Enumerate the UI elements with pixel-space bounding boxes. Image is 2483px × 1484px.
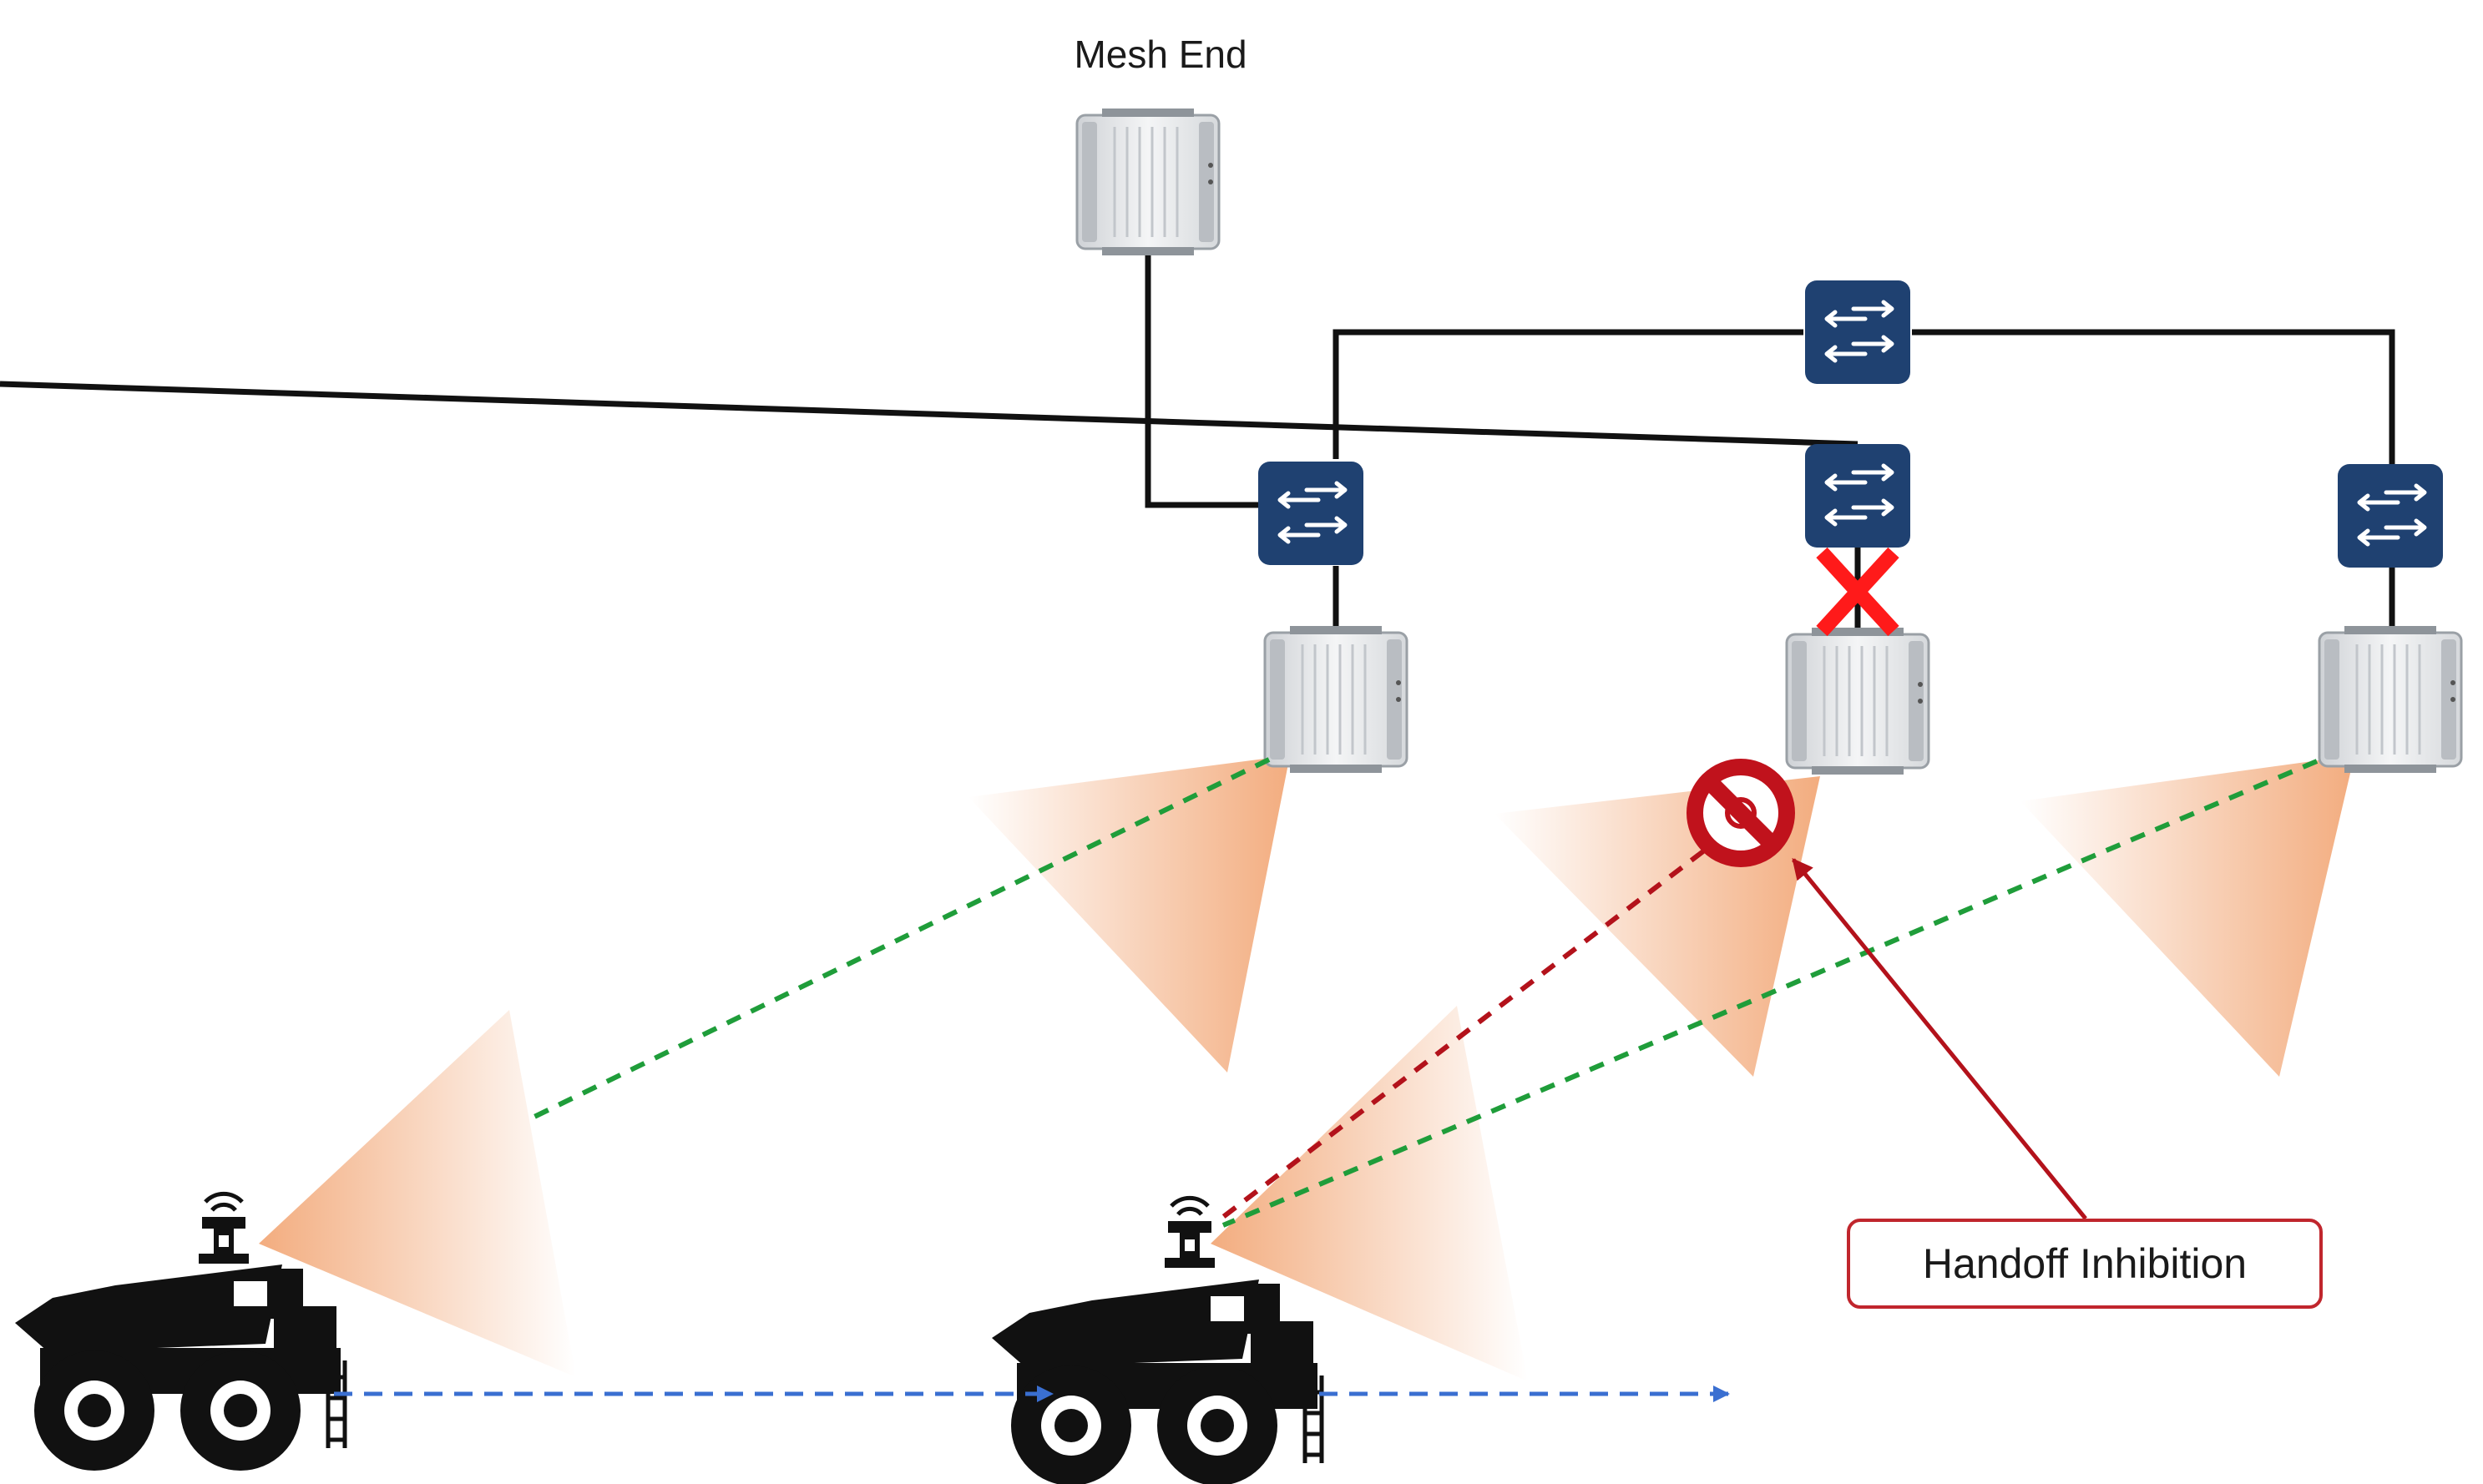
network-switch-top	[1805, 280, 1910, 384]
vehicle-radio-center	[1165, 1198, 1215, 1268]
vehicle-beam-left	[259, 1010, 576, 1377]
vehicle-beam-center	[1211, 1006, 1528, 1381]
link-ok-right	[1221, 759, 2319, 1228]
mesh-end-label: Mesh End	[1074, 33, 1247, 76]
access-point-radio-right	[2318, 624, 2463, 775]
access-point-radio-center	[1785, 626, 1930, 776]
cable-network	[0, 250, 2395, 631]
coverage-beam-right	[2020, 755, 2354, 1077]
link-ok-left	[533, 757, 1271, 1119]
vehicle-radio-left	[199, 1194, 249, 1264]
network-switch-right	[2338, 464, 2443, 568]
red-x-icon	[1816, 547, 1899, 637]
network-switch-left	[1258, 462, 1363, 565]
network-switch-center	[1805, 444, 1910, 548]
callout-arrow	[1792, 858, 2087, 1220]
link-blocked	[1221, 849, 1705, 1219]
mesh-end-radio	[1075, 107, 1221, 257]
haul-truck-left	[15, 1264, 345, 1471]
coverage-beam-left	[968, 755, 1290, 1073]
access-point-radio-left	[1263, 624, 1408, 775]
prohibited-icon	[1687, 759, 1795, 867]
handoff-inhibition-callout: Handoff Inhibition	[1847, 1219, 2323, 1309]
haul-truck-center	[992, 1280, 1322, 1484]
